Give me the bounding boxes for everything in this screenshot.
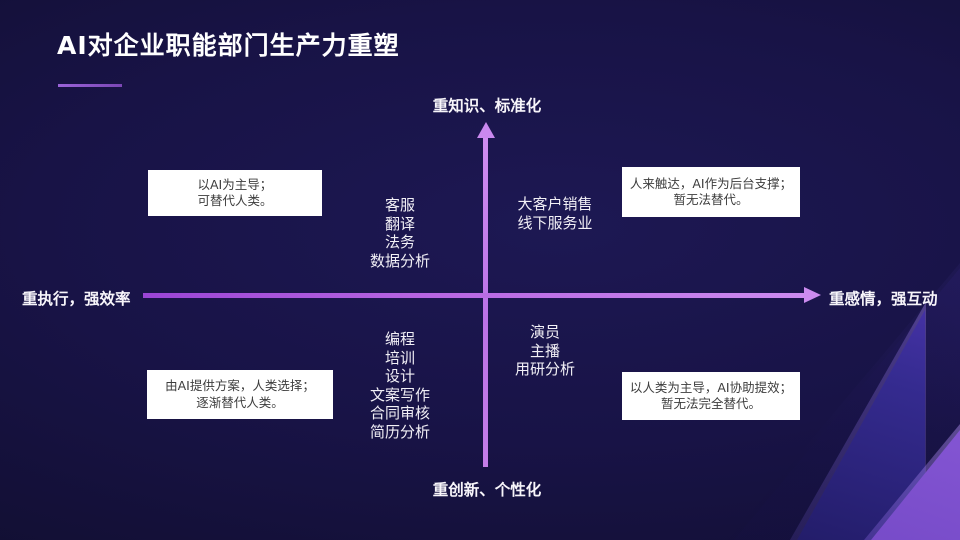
callout-box-top-left: 以AI为主导； 可替代人类。 — [148, 170, 322, 216]
list-item: 主播 — [529, 341, 560, 360]
list-item: 编程 — [384, 330, 415, 348]
axis-label-top: 重知识、标准化 — [432, 97, 542, 115]
list-item: 设计 — [384, 367, 415, 385]
list-item: 大客户销售 — [517, 195, 593, 213]
callout-box-bottom-left: 由AI提供方案，人类选择； 逐渐替代人类。 — [147, 370, 333, 419]
list-item: 客服 — [384, 196, 415, 214]
quadrant-list-top-right: 大客户销售 线下服务业 — [495, 195, 615, 232]
list-item: 合同审核 — [369, 404, 430, 422]
quadrant-list-top-left: 客服 翻译 法务 数据分析 — [335, 196, 465, 270]
quadrant-list-bottom-left: 编程 培训 设计 文案写作 合同审核 简历分析 — [335, 330, 465, 441]
list-item: 简历分析 — [369, 422, 430, 441]
title-underline — [58, 84, 122, 87]
horizontal-axis-line — [143, 293, 805, 298]
list-item: 数据分析 — [369, 251, 430, 270]
axis-arrow-up-icon — [477, 122, 495, 138]
axis-label-right: 重感情，强互动 — [829, 290, 938, 308]
callout-text: 以人类为主导，AI协助提效； 暂无法完全替代。 — [629, 379, 793, 412]
vertical-axis-line — [483, 137, 488, 467]
list-item: 培训 — [384, 348, 415, 367]
axis-label-left: 重执行，强效率 — [22, 290, 131, 308]
list-item: 法务 — [384, 233, 415, 251]
callout-text: 由AI提供方案，人类选择； 逐渐替代人类。 — [165, 378, 315, 410]
list-item: 线下服务业 — [517, 213, 593, 232]
axis-label-bottom: 重创新、个性化 — [432, 481, 542, 499]
callout-box-bottom-right: 以人类为主导，AI协助提效； 暂无法完全替代。 — [622, 372, 800, 420]
list-item: 用研分析 — [514, 360, 575, 378]
callout-text: 人来触达，AI作为后台支撑； 暂无法替代。 — [629, 175, 793, 208]
quadrant-list-bottom-right: 演员 主播 用研分析 — [485, 323, 605, 379]
list-item: 翻译 — [384, 214, 415, 233]
callout-box-top-right: 人来触达，AI作为后台支撑； 暂无法替代。 — [622, 167, 800, 217]
callout-text: 以AI为主导； 可替代人类。 — [197, 176, 273, 209]
axis-arrow-right-icon — [804, 287, 821, 303]
list-item: 文案写作 — [369, 385, 430, 404]
page-title: AI对企业职能部门生产力重塑 — [57, 31, 400, 60]
list-item: 演员 — [529, 323, 560, 341]
